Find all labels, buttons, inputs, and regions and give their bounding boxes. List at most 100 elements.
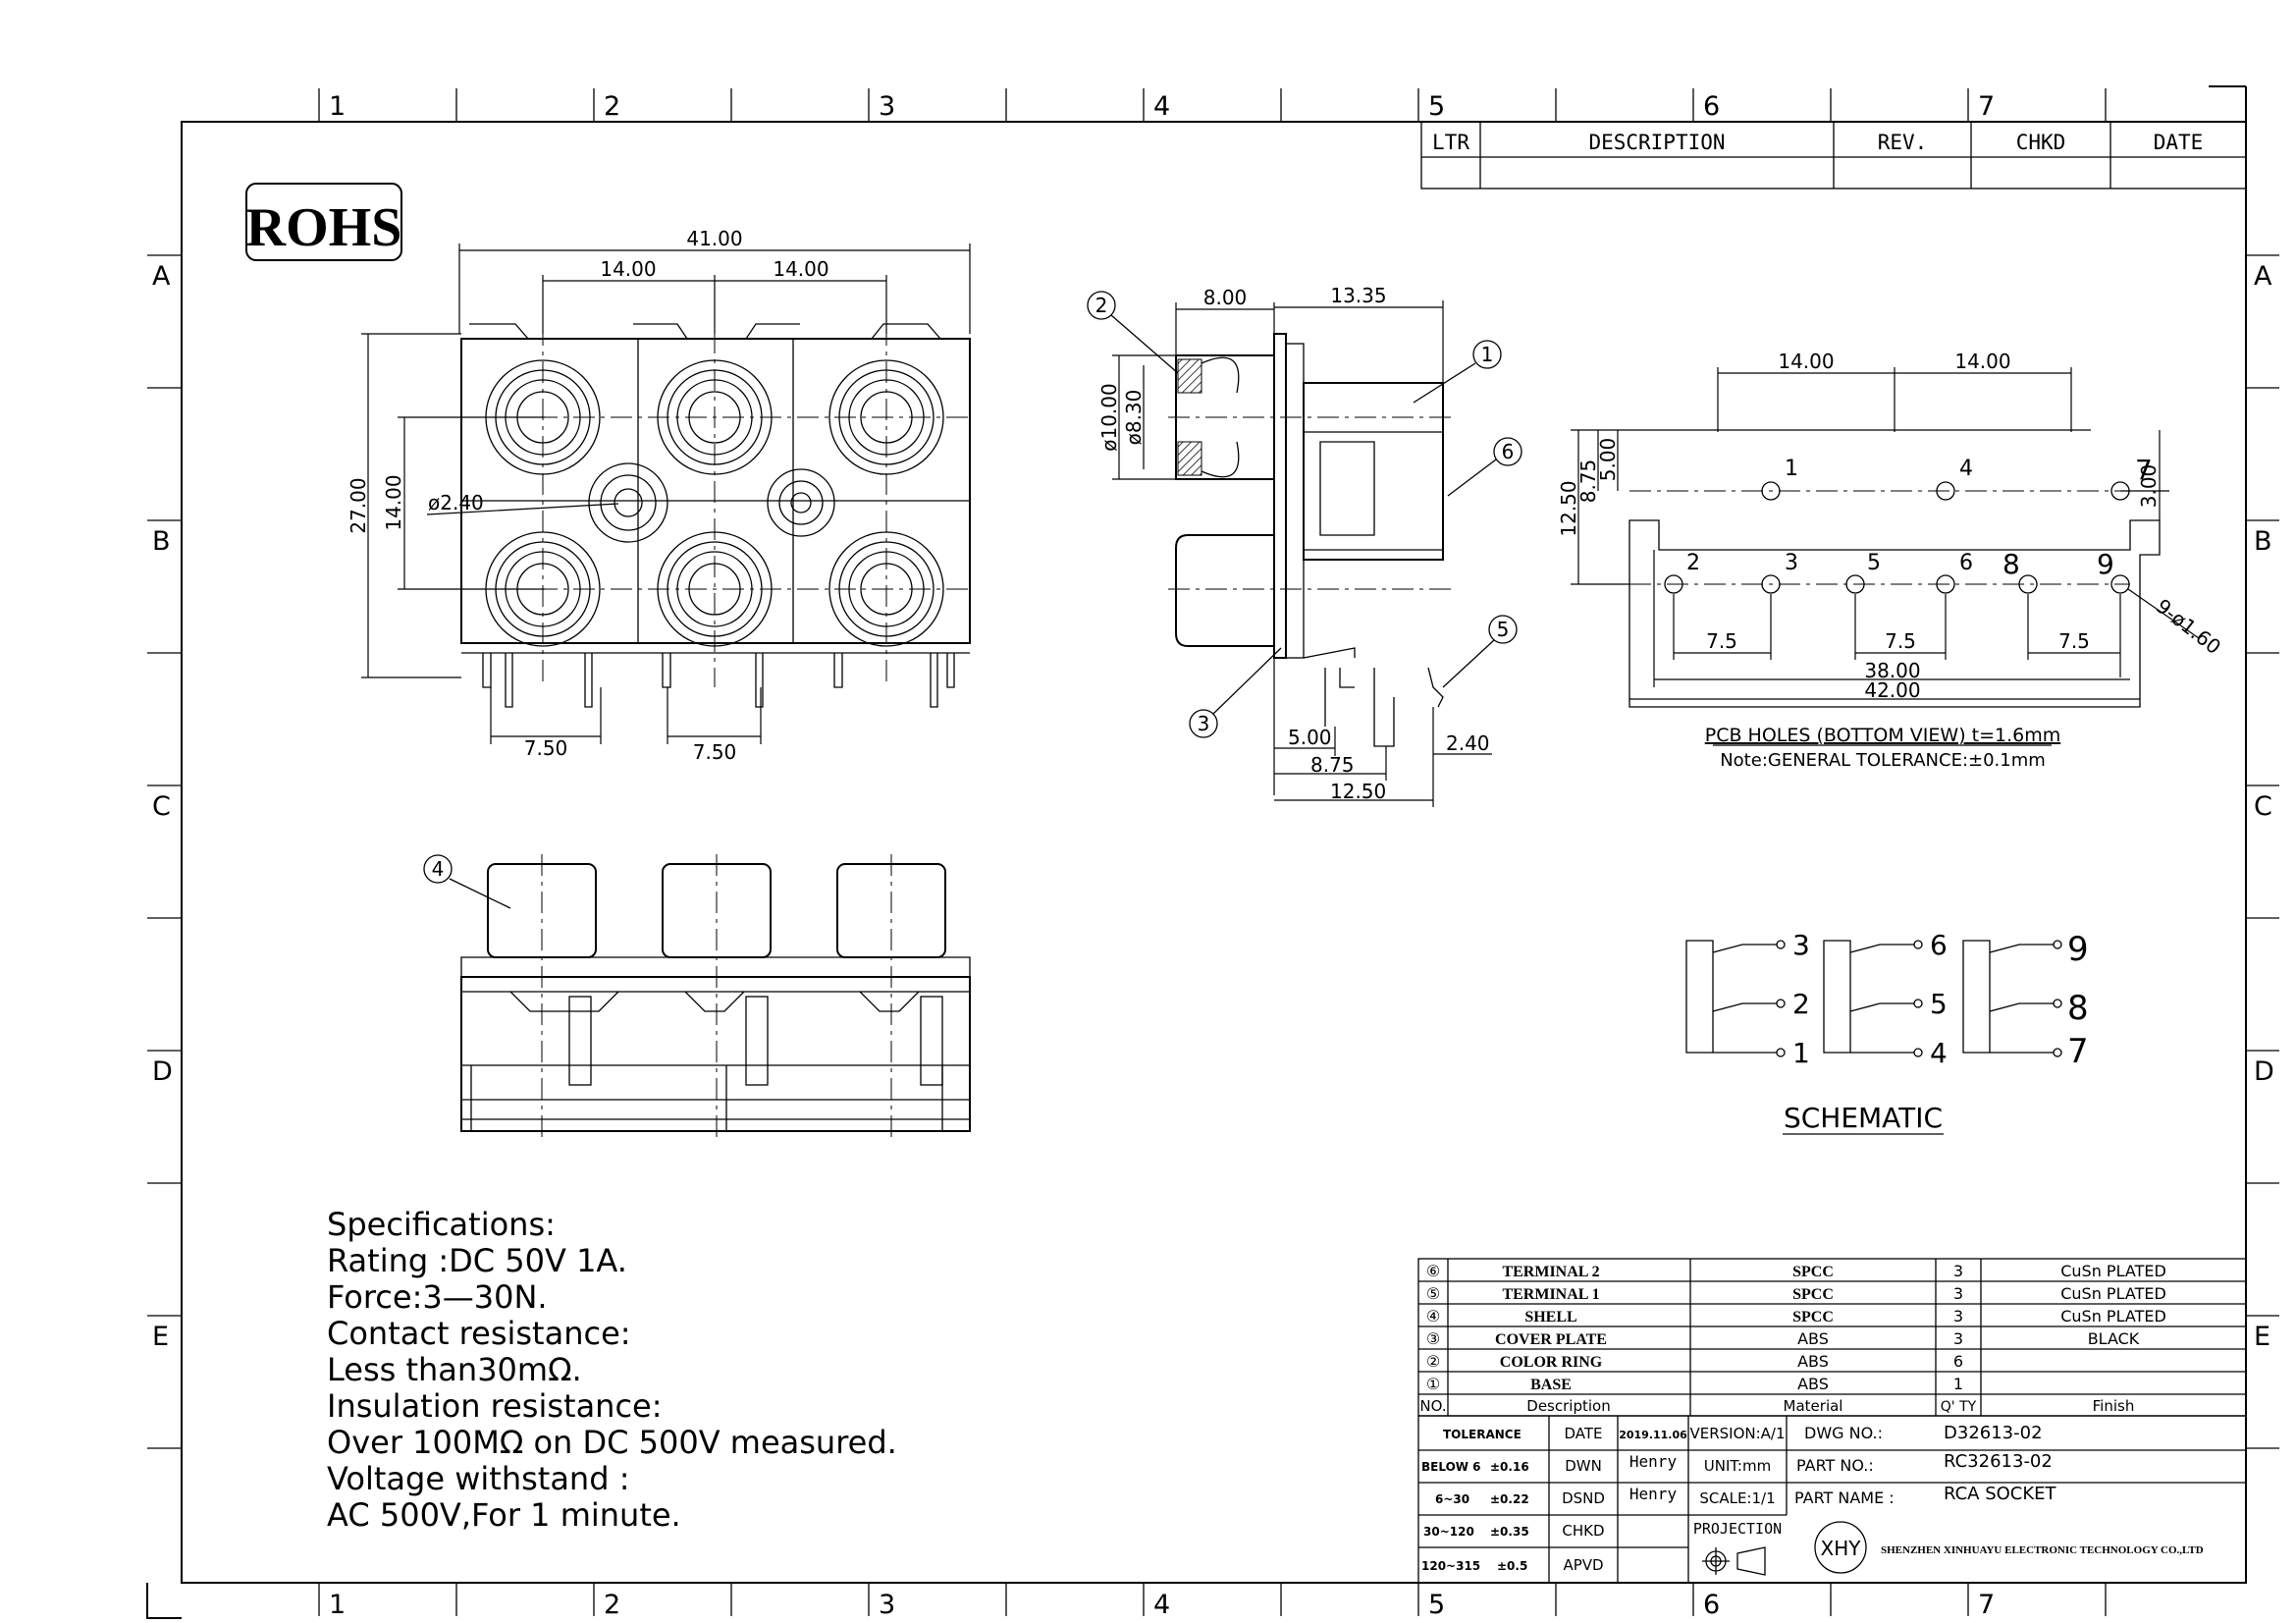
col-label-bottom-6: 6 (1703, 1590, 1720, 1620)
front-view: 41.00 14.00 14.00 27.00 14.00 ø2.40 (347, 227, 971, 764)
bom-table: ⑥ TERMINAL 2 SPCC 3 CuSn PLATED ⑤ TERMIN… (1417, 1258, 2247, 1417)
front-dim-pin-a: 7.50 (524, 736, 568, 760)
tb-apvd-label: APVD (1563, 1556, 1603, 1574)
bom-no-1: ① (1426, 1375, 1440, 1393)
tb-version: VERSION:A/1 (1689, 1425, 1785, 1442)
bom-qty-1: 1 (1953, 1375, 1963, 1393)
bom-qty-3: 3 (1953, 1329, 1963, 1348)
tb-tolerance: TOLERANCE (1443, 1428, 1522, 1441)
bottom-view: 4 (423, 854, 971, 1139)
tb-unit: UNIT:mm (1704, 1457, 1771, 1475)
bom-desc-1: BASE (1530, 1377, 1572, 1393)
rev-date-header: DATE (2154, 131, 2204, 154)
bom-mat-6: SPCC (1792, 1264, 1834, 1280)
pcb-pin-9: 9 (2097, 548, 2114, 580)
bom-qty-4: 3 (1953, 1307, 1963, 1325)
tb-dwn-label: DWN (1565, 1457, 1602, 1475)
side-dim-8: 8.00 (1203, 286, 1248, 309)
balloon-1: 1 (1481, 343, 1494, 366)
col-label-bottom-7: 7 (1978, 1590, 1995, 1620)
pcb-dim-3: 3.00 (2137, 464, 2161, 509)
row-label-right-E: E (2254, 1322, 2270, 1352)
tb-part-no: RC32613-02 (1944, 1451, 2053, 1472)
front-dim-pin-b: 7.50 (693, 740, 737, 764)
row-label-E: E (152, 1322, 169, 1352)
rohs-text: ROHS (246, 197, 402, 258)
row-label-B: B (152, 526, 171, 557)
pcb-dim-holes: 9-ø1.60 (2152, 594, 2225, 659)
spec-line-6: Insulation resistance: (327, 1387, 663, 1425)
tb-projection: PROJECTION (1693, 1520, 1782, 1538)
col-label-2: 2 (604, 91, 620, 122)
col-label-1: 1 (329, 91, 346, 122)
front-dim-14b: 14.00 (773, 257, 828, 281)
bom-finish-5: CuSn PLATED (2060, 1284, 2166, 1303)
side-dim-240: 2.40 (1446, 731, 1490, 755)
side-dim-od: ø10.00 (1097, 383, 1121, 452)
front-dim-14c: 14.00 (382, 474, 405, 530)
balloon-5: 5 (1497, 618, 1510, 641)
tb-scale: SCALE:1/1 (1699, 1489, 1775, 1507)
balloon-3: 3 (1198, 712, 1210, 735)
spec-line-4: Contact resistance: (327, 1315, 631, 1352)
bom-mat-4: SPCC (1792, 1309, 1834, 1325)
pcb-dim-875: 8.75 (1576, 460, 1600, 504)
bom-qty-2: 6 (1953, 1352, 1963, 1371)
bom-desc-6: TERMINAL 2 (1502, 1264, 1599, 1280)
tb-tol-range-1: BELOW 6 (1421, 1460, 1481, 1474)
side-dim-1250: 12.50 (1330, 780, 1386, 803)
rev-ltr-header: LTR (1432, 131, 1469, 154)
tb-dwg-no: D32613-02 (1944, 1423, 2043, 1443)
pcb-dim-14a: 14.00 (1778, 350, 1834, 373)
schem-pin-8: 8 (2067, 989, 2089, 1028)
bom-header-no: NO. (1419, 1397, 1446, 1415)
pcb-pin-5: 5 (1867, 551, 1881, 575)
pcb-pin-4: 4 (1959, 457, 1973, 481)
bom-header-desc: Description (1526, 1397, 1610, 1415)
rev-rev-header: REV. (1878, 131, 1928, 154)
bom-qty-6: 3 (1953, 1262, 1963, 1280)
schem-pin-6: 6 (1930, 929, 1948, 961)
bom-finish-3: BLACK (2088, 1329, 2140, 1348)
row-label-right-D: D (2254, 1056, 2274, 1087)
spec-line-3: Force:3—30N. (327, 1278, 548, 1316)
side-dim-13: 13.35 (1330, 284, 1386, 307)
tb-tol-range-2: 6~30 (1435, 1492, 1469, 1506)
bom-header-finish: Finish (2093, 1397, 2135, 1415)
bom-no-6: ⑥ (1426, 1262, 1440, 1280)
bom-no-3: ③ (1426, 1329, 1440, 1348)
pcb-dim-75c: 7.5 (2058, 629, 2090, 653)
pcb-pin-6: 6 (1959, 551, 1973, 575)
row-label-right-B: B (2254, 526, 2272, 557)
col-label-3: 3 (879, 91, 895, 122)
side-view: 8.00 13.35 ø10.00 ø8.30 (1087, 284, 1522, 807)
schem-pin-5: 5 (1930, 988, 1948, 1020)
rev-chkd-header: CHKD (2016, 131, 2066, 154)
spec-line-8: Voltage withstand : (327, 1460, 629, 1497)
row-label-C: C (152, 791, 171, 822)
tb-company: SHENZHEN XINHUAYU ELECTRONIC TECHNOLOGY … (1881, 1544, 2204, 1556)
bom-no-5: ⑤ (1426, 1284, 1440, 1303)
tb-dwn: Henry (1629, 1452, 1678, 1471)
pcb-dim-1250: 12.50 (1557, 480, 1580, 536)
front-dim-hole: ø2.40 (428, 491, 484, 514)
row-label-right-A: A (2254, 261, 2272, 292)
pcb-note: Note:GENERAL TOLERANCE:±0.1mm (1720, 750, 2046, 771)
pcb-pin-8: 8 (2002, 548, 2020, 580)
col-label-4: 4 (1153, 91, 1170, 122)
pcb-dim-14b: 14.00 (1954, 350, 2010, 373)
bom-desc-5: TERMINAL 1 (1502, 1286, 1599, 1303)
tb-tol-val-3: ±0.35 (1490, 1525, 1529, 1539)
bom-header-material: Material (1784, 1397, 1843, 1415)
row-label-D: D (152, 1056, 173, 1087)
tb-tol-range-4: 120~315 (1421, 1559, 1480, 1573)
bom-qty-5: 3 (1953, 1284, 1963, 1303)
tb-dsnd-label: DSND (1562, 1489, 1605, 1507)
balloon-4: 4 (432, 857, 445, 881)
bom-desc-4: SHELL (1524, 1309, 1576, 1325)
tb-part-no-label: PART NO.: (1796, 1456, 1874, 1475)
tb-date: 2019.11.06 (1619, 1429, 1687, 1441)
tb-date-label: DATE (1564, 1425, 1602, 1442)
spec-line-5: Less than30mΩ. (327, 1351, 582, 1388)
